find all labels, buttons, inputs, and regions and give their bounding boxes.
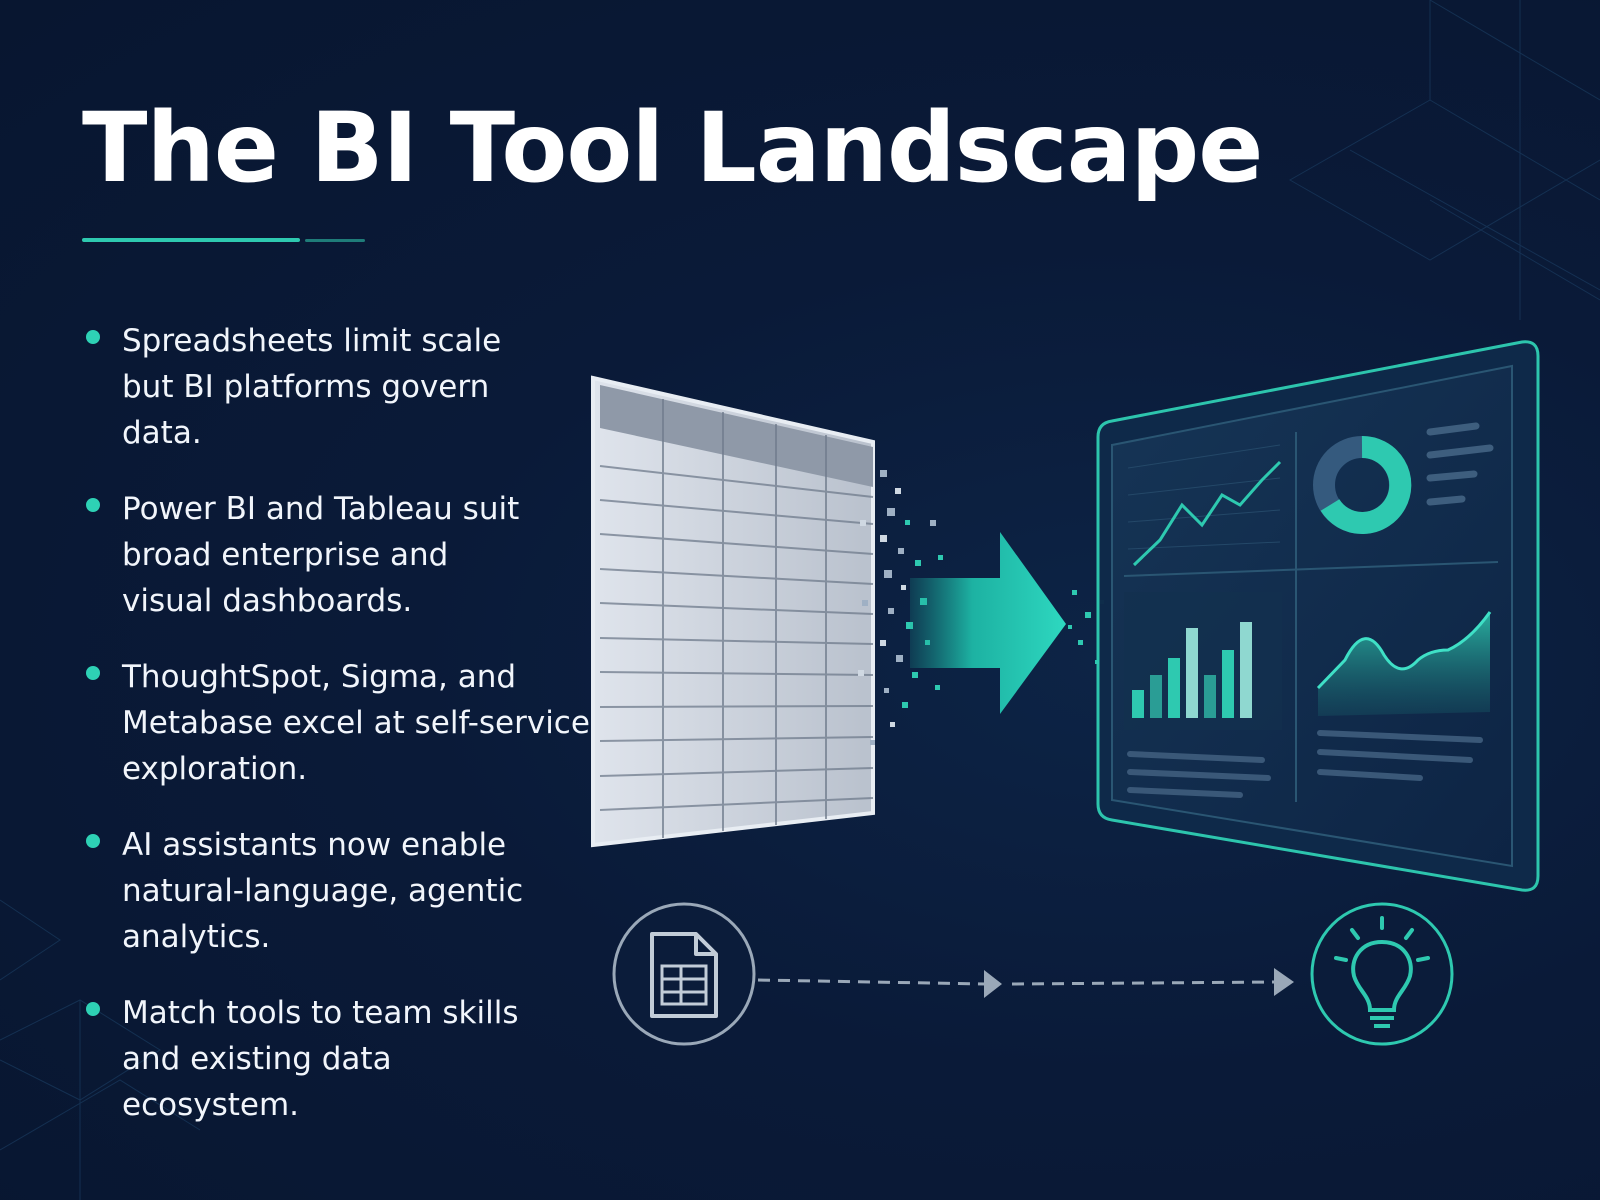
dashboard-screen <box>1096 340 1540 892</box>
bullet-text: ThoughtSpot, Sigma, and Metabase excel a… <box>122 659 590 787</box>
line-chart <box>1127 444 1282 567</box>
bullet-list: Spreadsheets limit scale but BI platform… <box>86 318 590 1158</box>
bullet-text: Match tools to team skills and existing … <box>122 995 519 1123</box>
spreadsheet-icon <box>612 902 756 1046</box>
bullet-text: Spreadsheets limit scale but BI platform… <box>122 323 502 451</box>
bullet-dot-icon <box>86 330 100 344</box>
bar-chart <box>1124 592 1282 730</box>
bullet-dot-icon <box>86 1002 100 1016</box>
bullet-item: Power BI and Tableau suit broad enterpri… <box>86 486 542 624</box>
bullet-dot-icon <box>86 498 100 512</box>
bullet-text: Power BI and Tableau suit broad enterpri… <box>122 491 520 619</box>
bullet-item: Match tools to team skills and existing … <box>86 990 562 1128</box>
spreadsheet-grid <box>591 375 875 848</box>
area-chart <box>1316 611 1492 716</box>
donut-chart <box>1313 422 1494 534</box>
bullet-dot-icon <box>86 834 100 848</box>
title-underline <box>82 238 300 242</box>
bullet-dot-icon <box>86 666 100 680</box>
arrow-right-icon <box>910 532 1066 714</box>
lightbulb-icon <box>1310 902 1454 1046</box>
dashed-flow-arrow <box>757 968 1294 998</box>
title-underline-accent <box>305 239 365 242</box>
bullet-item: AI assistants now enable natural-languag… <box>86 822 552 960</box>
page-title: The BI Tool Landscape <box>82 92 1263 204</box>
bullet-item: Spreadsheets limit scale but BI platform… <box>86 318 562 456</box>
bullet-item: ThoughtSpot, Sigma, and Metabase excel a… <box>86 654 592 792</box>
bullet-text: AI assistants now enable natural-languag… <box>122 827 524 955</box>
